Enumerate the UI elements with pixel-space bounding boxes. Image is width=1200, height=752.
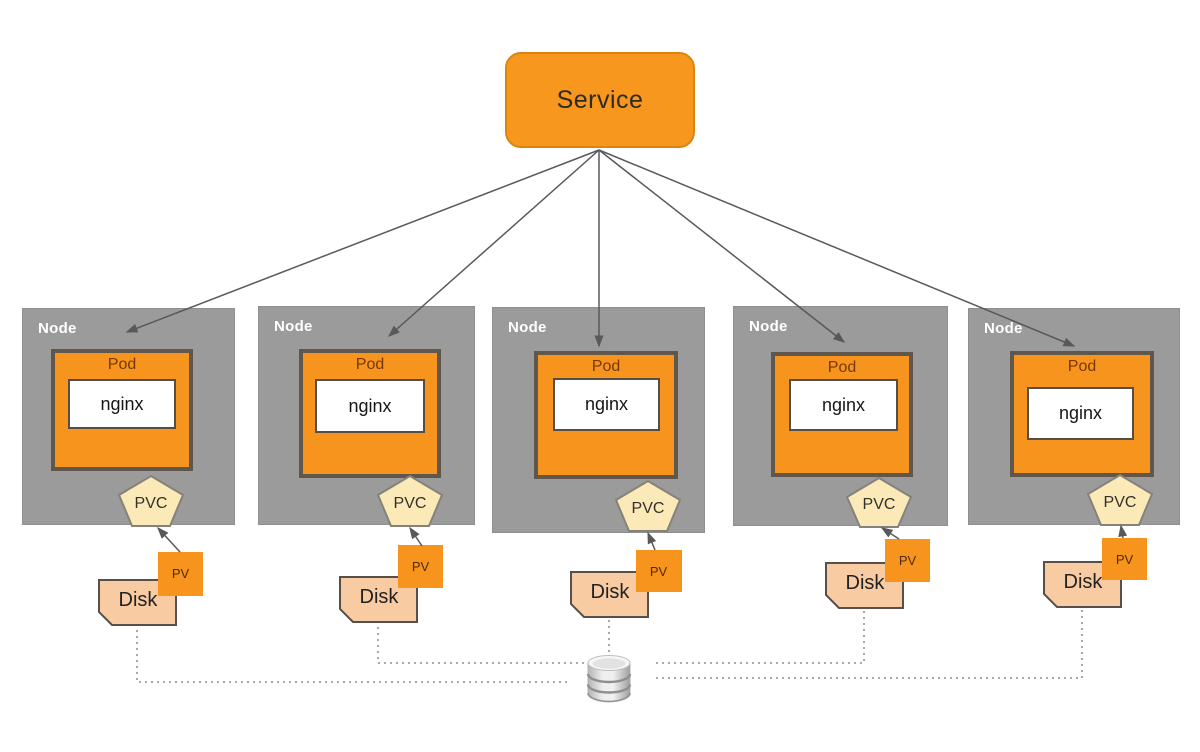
nginx-label: nginx xyxy=(821,394,866,415)
disk-label: Disk xyxy=(359,586,399,608)
nginx-label: nginx xyxy=(348,395,392,416)
pv-label: PV xyxy=(171,566,190,581)
nginx-label: nginx xyxy=(100,393,144,414)
pod: Pod nginx xyxy=(1010,351,1154,477)
nginx-label: nginx xyxy=(1058,403,1103,423)
pv-to-pvc-arrow-3 xyxy=(647,531,657,551)
pv-label: PV xyxy=(411,559,430,574)
pod-label: Pod xyxy=(1067,358,1097,375)
service-to-node-arrow-1 xyxy=(125,149,600,333)
pvc-label: PVC xyxy=(393,495,427,512)
database-cylinder-icon xyxy=(586,655,632,703)
pvc-label: PVC xyxy=(862,496,896,513)
pod-label: Pod xyxy=(107,356,137,373)
nginx-label: nginx xyxy=(584,394,629,414)
disk-to-storage-dotted-5 xyxy=(654,610,1083,679)
disk-to-storage-dotted-2 xyxy=(377,621,584,664)
node-label: Node xyxy=(984,320,1023,337)
pv-label: PV xyxy=(898,553,917,568)
node-label: Node xyxy=(508,319,547,336)
nginx-container: nginx xyxy=(1027,387,1134,440)
pv-label: PV xyxy=(649,564,668,579)
pvc-label: PVC xyxy=(631,500,665,517)
pv-to-pvc-arrow-5 xyxy=(1118,524,1128,539)
node-2: Node Pod nginx xyxy=(258,306,475,525)
pv-label: PV xyxy=(1115,552,1134,567)
disk-label: Disk xyxy=(1063,571,1103,593)
pvc-label: PVC xyxy=(134,495,168,512)
pv-to-pvc-arrow-2 xyxy=(409,526,423,547)
pod-label: Pod xyxy=(591,358,621,375)
pv-to-pvc-arrow-4 xyxy=(880,527,900,540)
service-label: Service xyxy=(556,85,644,114)
pod-label: Pod xyxy=(355,356,385,373)
nginx-container: nginx xyxy=(315,379,425,433)
service-box: Service xyxy=(505,52,695,148)
node-5: Node Pod nginx xyxy=(968,308,1180,525)
pvc-label: PVC xyxy=(1103,494,1137,511)
nginx-container: nginx xyxy=(789,379,898,431)
node-1: Node Pod nginx xyxy=(22,308,235,525)
disk-label: Disk xyxy=(118,589,158,611)
pv-to-pvc-arrow-1 xyxy=(156,526,181,553)
node-4: Node Pod nginx xyxy=(733,306,948,526)
pod: Pod nginx xyxy=(771,352,913,477)
pod: Pod nginx xyxy=(51,349,193,471)
pod: Pod nginx xyxy=(299,349,441,478)
nginx-container: nginx xyxy=(68,379,176,429)
disk-label: Disk xyxy=(590,581,630,603)
disk-to-storage-dotted-4 xyxy=(652,611,865,664)
nginx-container: nginx xyxy=(553,378,660,431)
node-label: Node xyxy=(38,320,77,337)
disk-label: Disk xyxy=(845,572,885,594)
node-label: Node xyxy=(749,318,788,335)
pod: Pod nginx xyxy=(534,351,678,479)
disk-to-storage-dotted-1 xyxy=(136,624,570,683)
pod-label: Pod xyxy=(827,359,857,376)
node-label: Node xyxy=(274,318,313,335)
